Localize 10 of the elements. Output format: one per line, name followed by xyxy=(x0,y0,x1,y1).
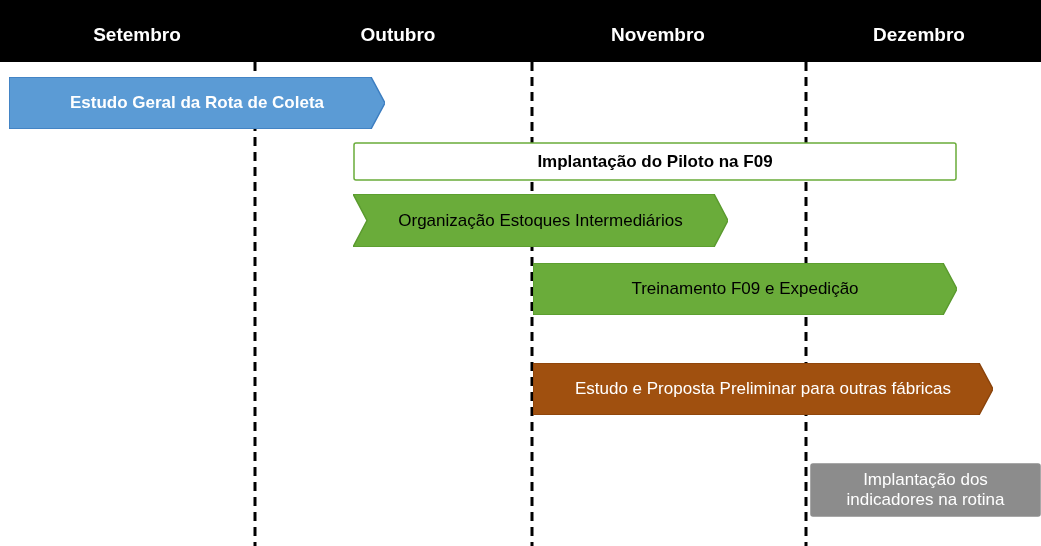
task-bar: Treinamento F09 e Expedição xyxy=(533,263,957,315)
task-bar: Organização Estoques Intermediários xyxy=(353,194,728,247)
month-label: Setembro xyxy=(93,23,181,47)
month-label: Outubro xyxy=(360,23,436,47)
task-bar: Implantação do Piloto na F09 xyxy=(353,142,957,181)
task-bar: Estudo Geral da Rota de Coleta xyxy=(9,77,385,129)
task-bar: Estudo e Proposta Preliminar para outras fábricas xyxy=(533,363,993,415)
task-bar: Implantação dos indicadores na rotina xyxy=(810,463,1041,517)
month-label: Dezembro xyxy=(873,23,965,47)
month-label: Novembro xyxy=(611,23,705,47)
